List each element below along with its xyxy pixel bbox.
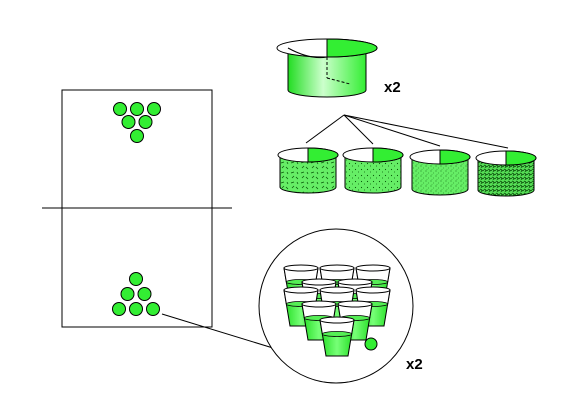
top-ball-rack	[113, 102, 161, 143]
bottom-ball-rack	[112, 272, 160, 316]
ball-icon	[129, 302, 143, 316]
ball-icon	[130, 102, 144, 116]
ball-icon	[129, 272, 143, 286]
ball-icon	[121, 115, 136, 129]
ball-icon	[147, 102, 161, 116]
ball-icon	[137, 287, 152, 301]
ball-icon	[146, 302, 160, 316]
ball-icon	[113, 102, 127, 116]
container-variant-4	[475, 150, 537, 197]
container-variant-3	[409, 149, 471, 196]
ball-icon	[112, 302, 126, 316]
ball-icon	[138, 115, 153, 129]
container-variant-2	[342, 147, 404, 194]
cup-icon	[319, 316, 355, 357]
ball-icon	[130, 129, 144, 143]
ball-icon	[364, 337, 378, 351]
cups-multiplier: x2	[406, 356, 423, 373]
zoom-callout-line	[161, 313, 287, 353]
container-variant-1	[277, 147, 339, 194]
ball-icon	[120, 287, 135, 301]
container-icon	[276, 38, 378, 98]
container-branch-lines	[305, 114, 509, 149]
container-multiplier: x2	[384, 79, 401, 96]
cup-pyramid	[283, 264, 391, 357]
table	[42, 89, 232, 328]
